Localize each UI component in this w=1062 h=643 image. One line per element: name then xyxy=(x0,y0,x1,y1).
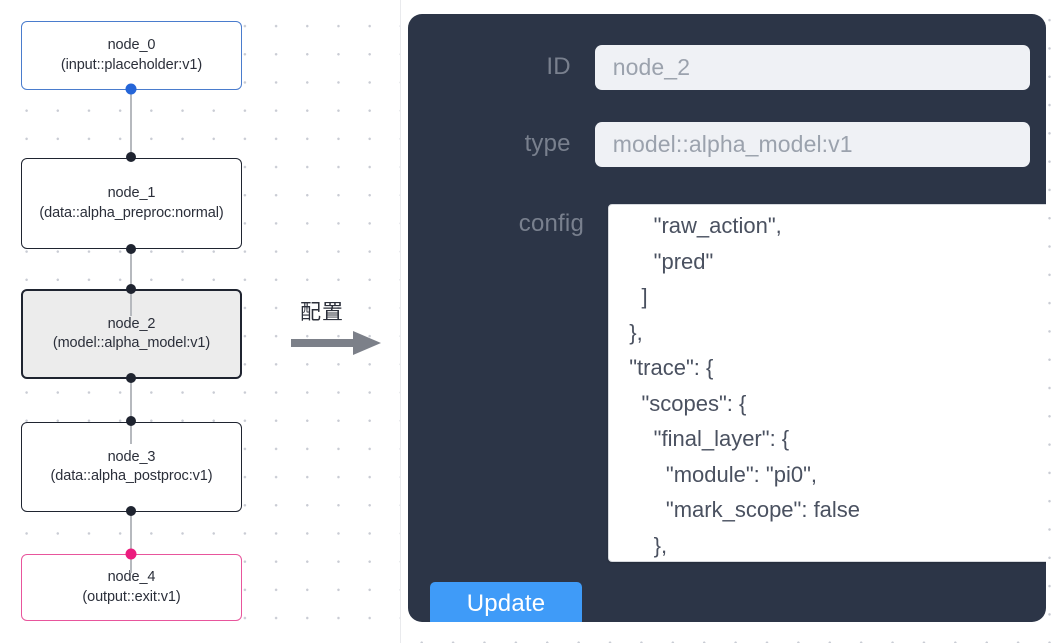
node_1-target-handle[interactable] xyxy=(126,152,136,162)
graph-node-node_0[interactable]: node_0(input::placeholder:v1) xyxy=(21,21,242,90)
pane-divider xyxy=(400,0,401,643)
config-label: config xyxy=(518,210,584,237)
node-label: node_1(data::alpha_preproc:normal) xyxy=(39,185,224,221)
node_4-target-handle[interactable] xyxy=(125,548,137,560)
right-arrow-icon xyxy=(291,331,381,355)
id-input[interactable] xyxy=(594,45,1030,90)
config-textarea[interactable]: "raw_action", "pred" ] }, "trace": { "sc… xyxy=(609,205,1046,561)
node-graph-canvas[interactable]: node_0(input::placeholder:v1) node_1(dat… xyxy=(0,0,400,643)
type-input[interactable] xyxy=(594,122,1030,167)
id-label: ID xyxy=(546,53,571,80)
flow-caption: 配置 xyxy=(300,300,344,324)
field-row-id: ID xyxy=(474,45,1030,90)
node_0-source-handle[interactable] xyxy=(125,83,137,95)
node-label: node_2(model::alpha_model:v1) xyxy=(52,315,211,352)
field-row-config: config "raw_action", "pred" ] }, "trace"… xyxy=(474,204,1046,562)
node_3-source-handle[interactable] xyxy=(126,506,136,516)
node-label: node_3(data::alpha_postproc:v1) xyxy=(50,448,213,485)
config-editor[interactable]: "raw_action", "pred" ] }, "trace": { "sc… xyxy=(608,204,1046,562)
node_1-source-handle[interactable] xyxy=(126,244,136,254)
inspector-canvas: ID type config "raw_action", "pred" ] },… xyxy=(400,0,1062,643)
graph-node-node_1[interactable]: node_1(data::alpha_preproc:normal) xyxy=(21,158,242,249)
edge-node0-node1 xyxy=(130,89,132,157)
node_3-target-handle[interactable] xyxy=(126,416,136,426)
field-row-type: type xyxy=(474,122,1030,167)
update-button[interactable]: Update xyxy=(430,582,582,622)
node_2-source-handle[interactable] xyxy=(126,373,136,383)
node-label: node_0(input::placeholder:v1) xyxy=(60,37,203,73)
edge-node1-node2 xyxy=(130,249,132,316)
node-label: node_4(output::exit:v1) xyxy=(82,569,181,605)
type-label: type xyxy=(524,130,571,157)
graph-node-node_4[interactable]: node_4(output::exit:v1) xyxy=(21,554,242,621)
node-inspector-panel: ID type config "raw_action", "pred" ] },… xyxy=(408,14,1046,622)
node_2-target-handle[interactable] xyxy=(126,284,136,294)
edge-node2-node3 xyxy=(130,378,132,444)
flow-arrow-group: 配置 xyxy=(291,296,395,358)
edge-node3-node4 xyxy=(130,511,132,573)
